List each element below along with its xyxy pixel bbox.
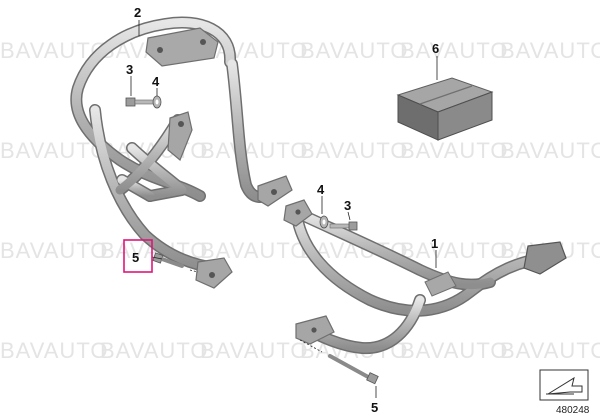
diagram-number: 480248 <box>556 405 590 416</box>
callout-4-right: 4 <box>317 182 325 197</box>
mid-mount-bracket <box>167 111 193 161</box>
crash-bar-lower <box>283 199 567 355</box>
bracket-hole <box>178 121 184 127</box>
top-mount-bracket <box>145 27 219 67</box>
crash-bar-upper <box>70 16 293 289</box>
slider-end-cap <box>523 241 567 275</box>
callout-4-upper: 4 <box>152 74 160 89</box>
cross-link-plate <box>424 271 457 297</box>
watermark-text: BAVAUTO <box>400 38 508 63</box>
callout-highlight-box <box>123 239 153 273</box>
watermark-layer: BAVAUTO BAVAUTO BAVAUTO BAVAUTO BAVAUTO … <box>0 38 600 363</box>
orientation-arrow <box>539 369 589 401</box>
watermark-text: BAVAUTO <box>0 138 108 163</box>
callout-5-bottom: 5 <box>371 400 378 415</box>
bolt-bottom-long <box>328 354 379 385</box>
watermark-text: BAVAUTO <box>500 38 600 63</box>
watermark-text: BAVAUTO <box>0 338 108 363</box>
callout-3-upper: 3 <box>126 62 133 77</box>
watermark-text: BAVAUTO <box>300 38 408 63</box>
plate-hole <box>295 209 301 215</box>
watermark-text: BAVAUTO <box>300 138 408 163</box>
callout-5-highlighted: 5 <box>132 250 139 265</box>
watermark-text: BAVAUTO <box>100 338 208 363</box>
bracket-hole <box>157 47 163 53</box>
bolt-right <box>329 221 358 231</box>
callout-1: 1 <box>431 236 438 251</box>
watermark-text: BAVAUTO <box>500 138 600 163</box>
leader-lines <box>130 20 438 398</box>
flange-hole <box>271 189 277 195</box>
watermark-text: BAVAUTO <box>400 338 508 363</box>
callout-2: 2 <box>134 5 141 20</box>
callout-6: 6 <box>432 41 439 56</box>
flange-hole <box>209 272 215 278</box>
watermark-text: BAVAUTO <box>400 238 508 263</box>
watermark-text: BAVAUTO <box>0 238 108 263</box>
watermark-text: BAVAUTO <box>200 138 308 163</box>
washer-right <box>319 215 329 229</box>
watermark-text: BAVAUTO <box>200 338 308 363</box>
bracket-hole <box>200 39 206 45</box>
watermark-text: BAVAUTO <box>400 138 508 163</box>
bolt-upper-left <box>125 97 158 107</box>
watermark-text: BAVAUTO <box>500 338 600 363</box>
washer-upper <box>152 95 162 109</box>
bolt-left-long <box>152 252 184 268</box>
callout-3-right: 3 <box>344 198 351 213</box>
mounting-kit-box <box>396 77 494 141</box>
plate-hole <box>311 327 317 333</box>
